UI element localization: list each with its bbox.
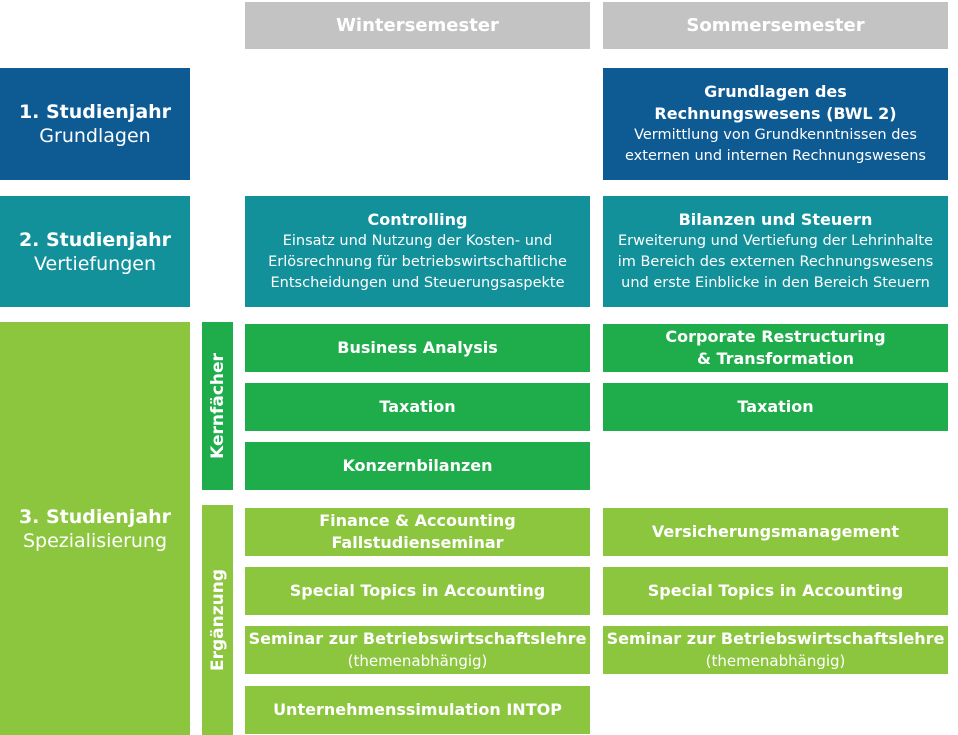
year-1-title: 1. Studienjahr bbox=[18, 101, 172, 123]
course-seminar-bwl-winter-line2: (themenabhängig) bbox=[347, 652, 488, 670]
course-seminar-bwl-summer: Seminar zur Betriebswirtschaftslehre (th… bbox=[603, 626, 948, 674]
year-3-subtitle: Spezialisierung bbox=[22, 529, 168, 552]
course-seminar-bwl-summer-line1: Seminar zur Betriebswirtschaftslehre bbox=[606, 629, 945, 648]
year-1-label: 1. Studienjahr Grundlagen bbox=[0, 68, 190, 180]
course-bilanzen-desc-2: im Bereich des externen Rechnungswesens bbox=[617, 254, 934, 270]
year-3-label: 3. Studienjahr Spezialisierung bbox=[0, 322, 190, 735]
header-wintersemester-label: Wintersemester bbox=[336, 15, 499, 36]
course-special-topics-winter: Special Topics in Accounting bbox=[245, 567, 590, 615]
course-taxation-summer-label: Taxation bbox=[737, 397, 814, 416]
course-seminar-bwl-summer-line2: (themenabhängig) bbox=[705, 652, 846, 670]
course-grundlagen-title-2: Rechnungswesens (BWL 2) bbox=[654, 104, 897, 123]
course-bilanzen-desc-1: Erweiterung und Vertiefung der Lehrinhal… bbox=[617, 233, 933, 249]
course-konzernbilanzen-label: Konzernbilanzen bbox=[342, 456, 493, 475]
course-business-analysis-label: Business Analysis bbox=[337, 338, 498, 357]
year-2-subtitle: Vertiefungen bbox=[33, 252, 156, 275]
course-special-topics-summer-label: Special Topics in Accounting bbox=[647, 581, 904, 600]
group-ergaenzung-label: Ergänzung bbox=[207, 568, 228, 672]
course-controlling-desc-2: Erlösrechnung für betriebswirtschaftlich… bbox=[268, 254, 567, 270]
course-corporate-restructuring-line1: Corporate Restructuring bbox=[665, 327, 886, 346]
course-finance-accounting-fallstudien: Finance & Accounting Fallstudienseminar bbox=[245, 508, 590, 556]
course-konzernbilanzen: Konzernbilanzen bbox=[245, 442, 590, 490]
course-versicherungsmanagement: Versicherungsmanagement bbox=[603, 508, 948, 556]
course-special-topics-summer: Special Topics in Accounting bbox=[603, 567, 948, 615]
course-business-analysis: Business Analysis bbox=[245, 324, 590, 372]
course-seminar-bwl-winter: Seminar zur Betriebswirtschaftslehre (th… bbox=[245, 626, 590, 674]
header-sommersemester: Sommersemester bbox=[603, 2, 948, 49]
header-sommersemester-label: Sommersemester bbox=[686, 15, 865, 36]
year-3-title: 3. Studienjahr bbox=[18, 505, 172, 528]
course-corporate-restructuring: Corporate Restructuring & Transformation bbox=[603, 324, 948, 372]
course-controlling-desc-3: Entscheidungen und Steuerungsaspekte bbox=[270, 275, 565, 291]
year-1-subtitle: Grundlagen bbox=[39, 125, 151, 147]
group-kernfaecher-label: Kernfächer bbox=[207, 353, 228, 459]
course-versicherungsmanagement-label: Versicherungsmanagement bbox=[651, 522, 900, 541]
course-corporate-restructuring-line2: & Transformation bbox=[696, 349, 855, 368]
course-grundlagen-desc-1: Vermittlung von Grundkenntnissen des bbox=[634, 127, 917, 143]
course-finance-accounting-line1: Finance & Accounting bbox=[319, 511, 516, 530]
year-2-label: 2. Studienjahr Vertiefungen bbox=[0, 196, 190, 307]
course-unternehmenssimulation-intop: Unternehmenssimulation INTOP bbox=[245, 686, 590, 734]
course-bilanzen-title: Bilanzen und Steuern bbox=[678, 210, 873, 229]
course-controlling-title: Controlling bbox=[367, 210, 468, 229]
course-bilanzen-steuern: Bilanzen und Steuern Erweiterung und Ver… bbox=[603, 196, 948, 307]
course-taxation-summer: Taxation bbox=[603, 383, 948, 431]
course-taxation-winter-label: Taxation bbox=[379, 397, 456, 416]
course-controlling: Controlling Einsatz und Nutzung der Kost… bbox=[245, 196, 590, 307]
course-controlling-desc-1: Einsatz und Nutzung der Kosten- und bbox=[282, 233, 553, 249]
course-grundlagen-desc-2: externen und internen Rechnungswesens bbox=[625, 148, 926, 164]
header-wintersemester: Wintersemester bbox=[245, 2, 590, 49]
course-taxation-winter: Taxation bbox=[245, 383, 590, 431]
course-grundlagen-rechnungswesen: Grundlagen des Rechnungswesens (BWL 2) V… bbox=[603, 68, 948, 180]
course-bilanzen-desc-3: und erste Einblicke in den Bereich Steue… bbox=[621, 275, 930, 291]
year-2-title: 2. Studienjahr bbox=[18, 228, 172, 251]
course-special-topics-winter-label: Special Topics in Accounting bbox=[289, 581, 546, 600]
course-seminar-bwl-winter-line1: Seminar zur Betriebswirtschaftslehre bbox=[248, 629, 587, 648]
group-ergaenzung: Ergänzung bbox=[202, 505, 233, 735]
group-kernfaecher: Kernfächer bbox=[202, 322, 233, 490]
course-finance-accounting-line2: Fallstudienseminar bbox=[331, 533, 504, 552]
course-intop-label: Unternehmenssimulation INTOP bbox=[273, 700, 562, 719]
course-grundlagen-title-1: Grundlagen des bbox=[704, 82, 847, 101]
